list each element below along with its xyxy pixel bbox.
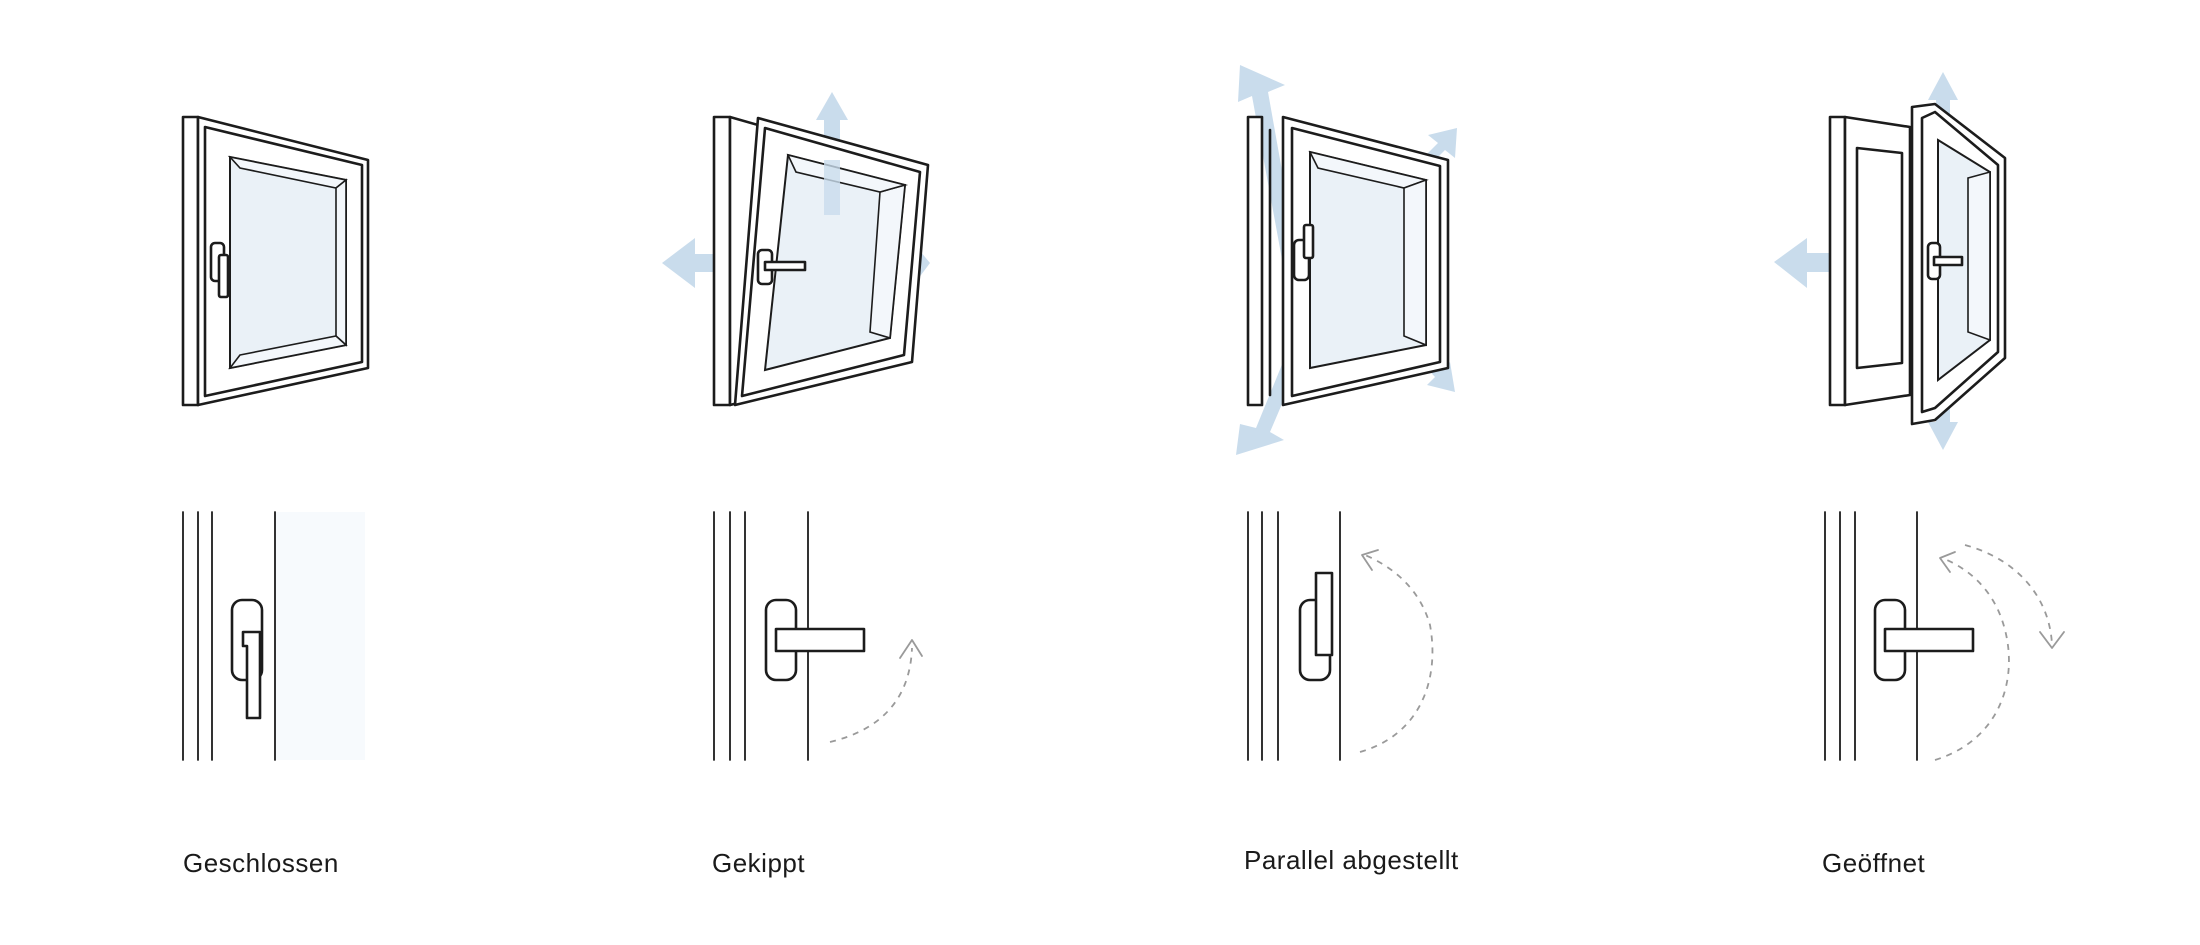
parallel-handle-detail	[1247, 511, 1434, 761]
tilted-window-icon	[662, 92, 930, 407]
closed-handle-detail	[182, 511, 365, 761]
open-handle-detail	[1824, 511, 2065, 761]
parallel-window-icon	[1236, 65, 1457, 455]
state-label-open: Geöffnet	[1822, 848, 1926, 878]
tilted-handle-detail	[713, 511, 923, 761]
airflow-down-arrow	[1928, 385, 1958, 450]
airflow-left-arrow	[662, 238, 760, 288]
open-window-icon	[1774, 72, 2007, 450]
state-label-tilted: Gekippt	[712, 848, 806, 878]
state-label-closed: Geschlossen	[183, 848, 339, 878]
state-label-parallel: Parallel abgestellt	[1244, 845, 1459, 875]
closed-window-icon	[181, 115, 370, 407]
